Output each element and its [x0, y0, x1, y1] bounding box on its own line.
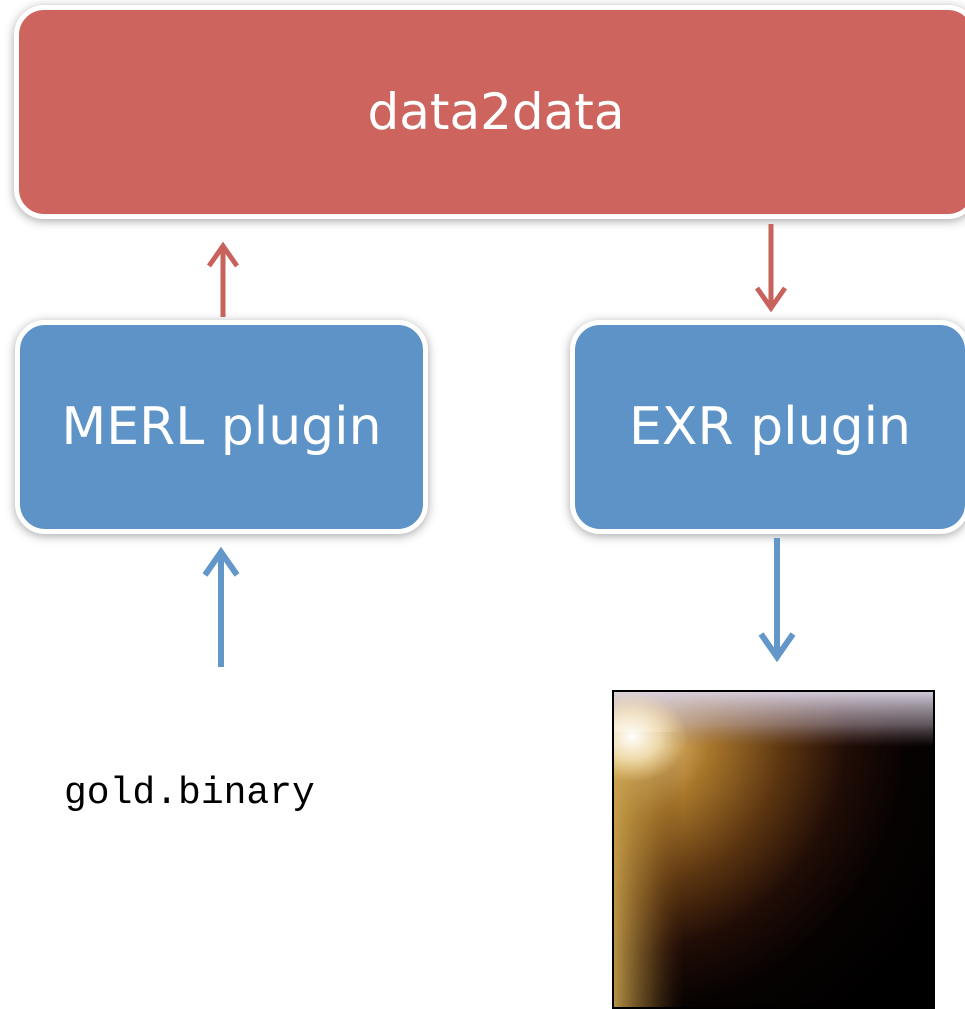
arrow-file-to-merl [202, 546, 240, 667]
merl-plugin-label: MERL plugin [61, 397, 382, 457]
arrow-data2data-to-exr [754, 224, 788, 313]
exr-plugin-label: EXR plugin [629, 397, 911, 457]
output-image [612, 690, 935, 1009]
data2data-label: data2data [367, 83, 625, 141]
arrow-merl-to-data2data [206, 241, 240, 317]
merl-plugin-box: MERL plugin [15, 320, 428, 534]
rendered-brdf-image-icon [614, 692, 933, 1007]
exr-plugin-box: EXR plugin [570, 320, 965, 534]
data2data-box: data2data [14, 5, 965, 219]
arrow-exr-to-image [758, 538, 796, 663]
input-file-label: gold.binary [64, 772, 315, 815]
